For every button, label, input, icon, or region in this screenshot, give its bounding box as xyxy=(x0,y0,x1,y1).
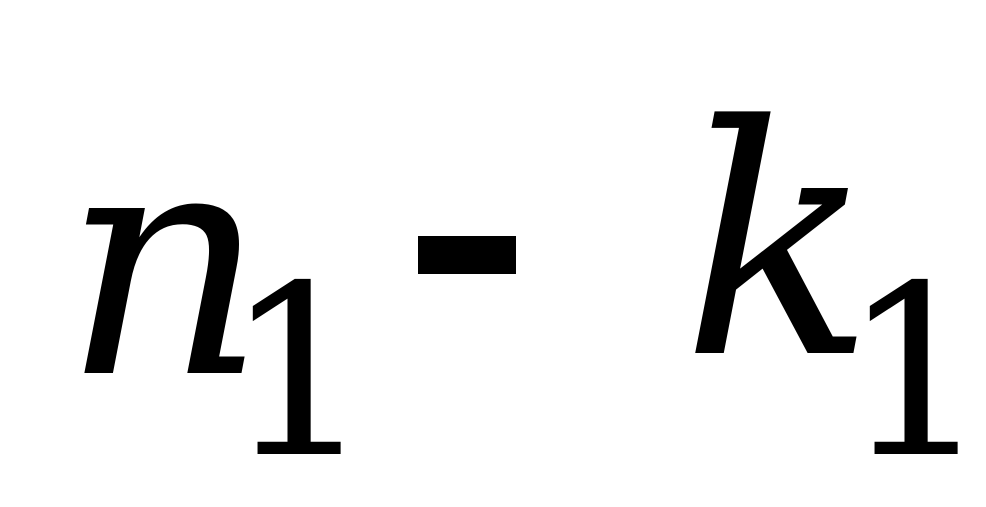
variable-k: k xyxy=(682,58,875,428)
minus-operator: - xyxy=(418,236,516,274)
subscript-n: 1 xyxy=(224,235,375,507)
subscript-k: 1 xyxy=(841,235,986,507)
minus-operator-text: - xyxy=(418,236,419,237)
variable-n: n xyxy=(62,78,267,448)
